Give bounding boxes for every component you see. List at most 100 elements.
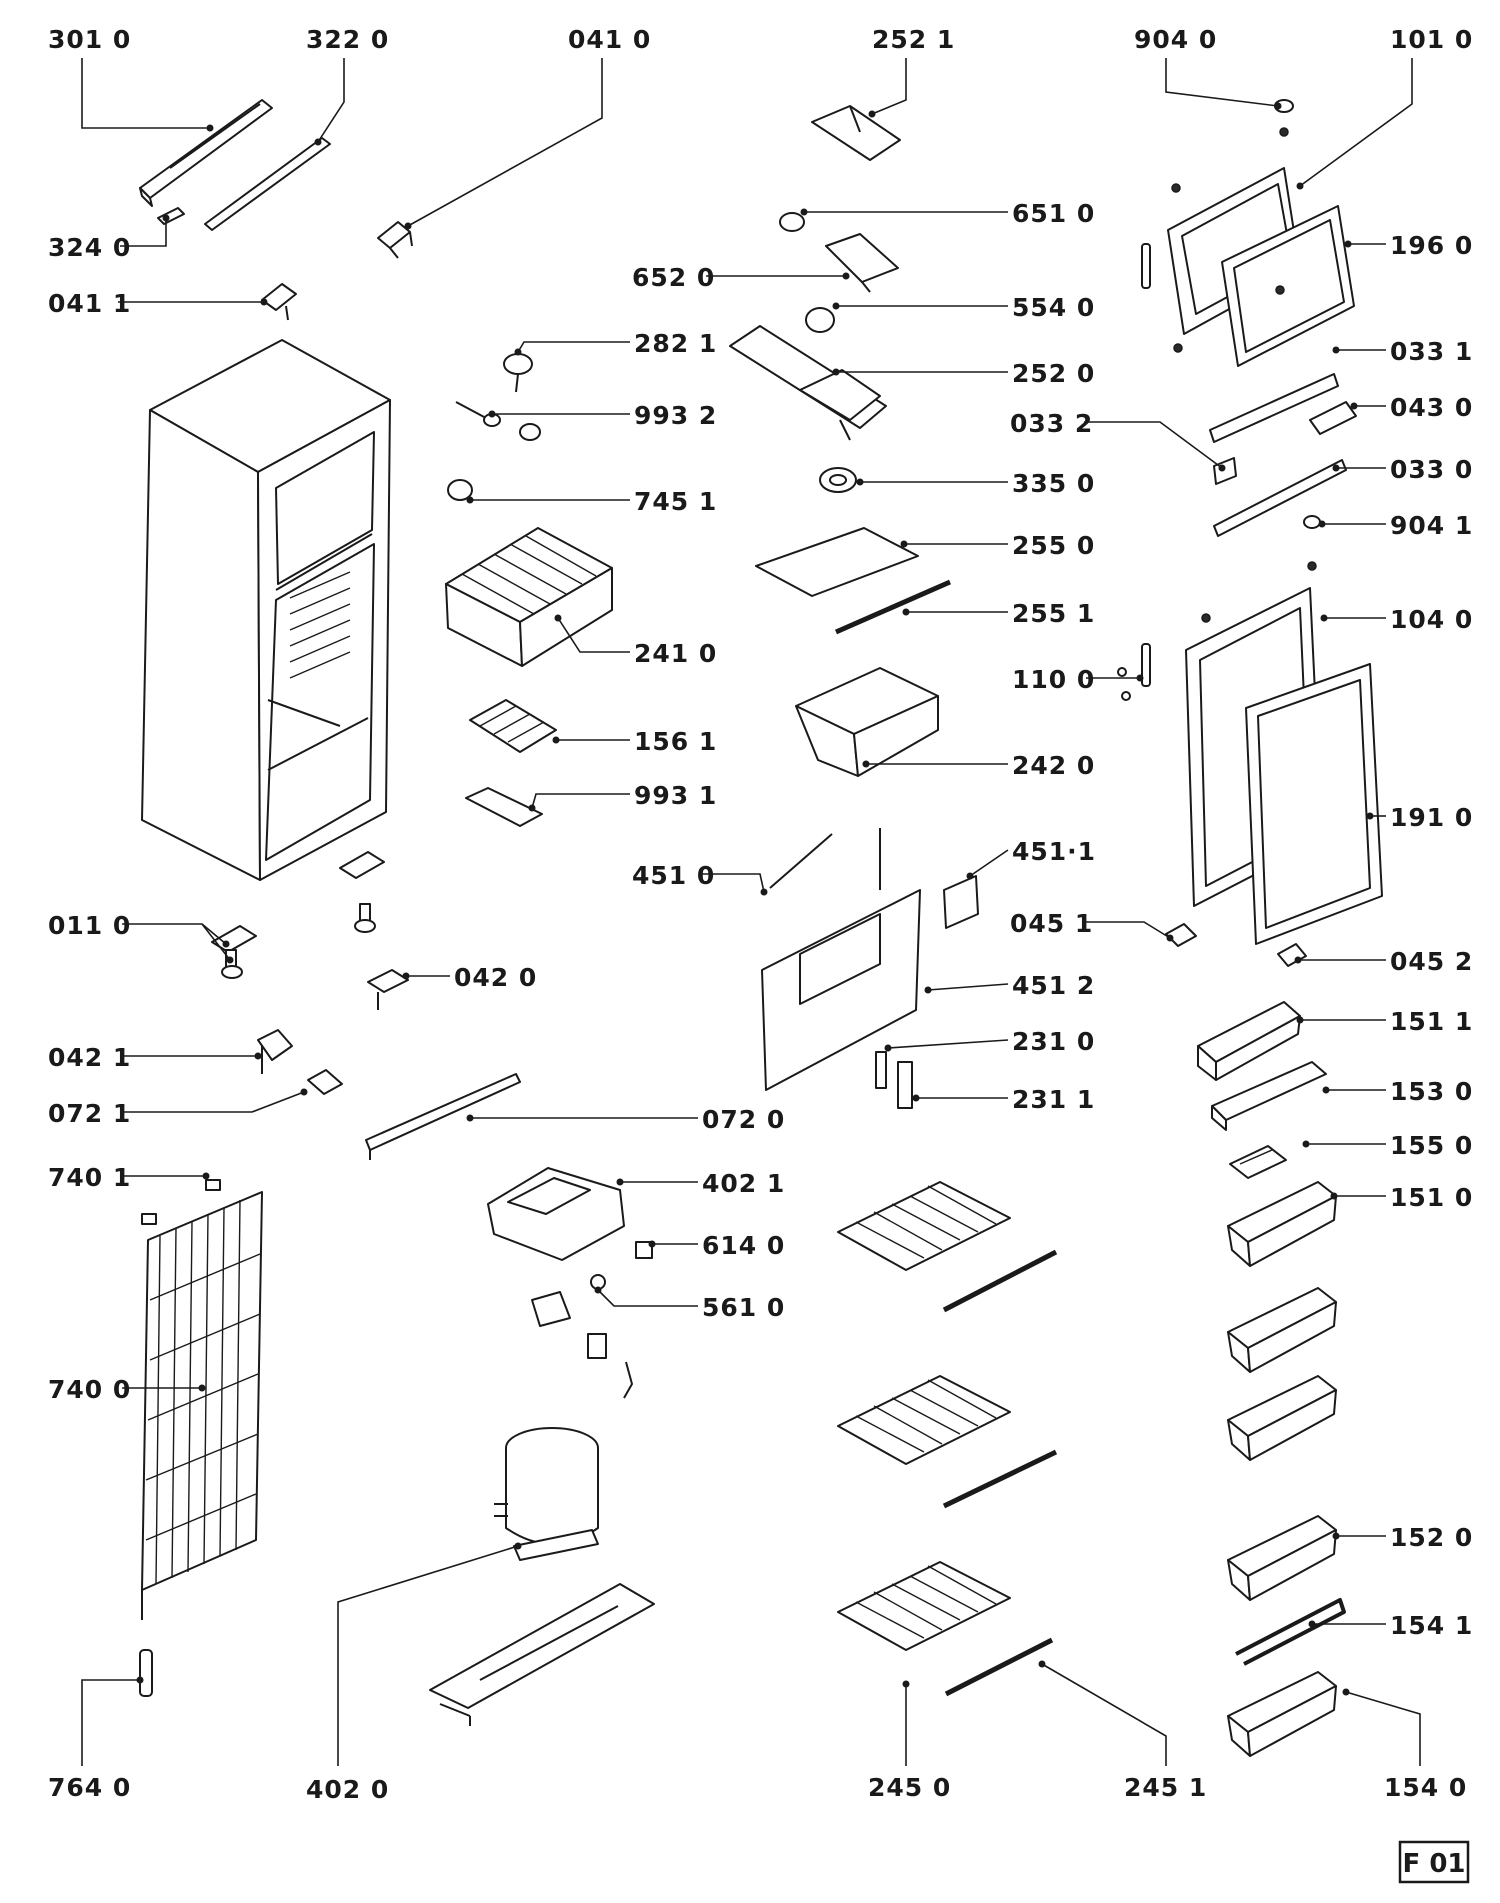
sheet-code-box: F 01 xyxy=(1398,1840,1470,1884)
callout-154-1: 154 1 xyxy=(1390,1611,1473,1640)
callout-011-0: 011 0 xyxy=(48,911,131,940)
leader-301-0 xyxy=(81,58,210,129)
leader-011-0-b xyxy=(201,923,227,945)
callout-993-1: 993 1 xyxy=(634,781,717,810)
part-control-housing xyxy=(729,325,887,441)
part-door-clip xyxy=(1213,457,1237,485)
callout-554-0: 554 0 xyxy=(1012,293,1095,322)
part-drawings xyxy=(139,99,1383,1757)
part-cabinet-foot xyxy=(211,851,385,979)
part-door-strip-lower xyxy=(1213,459,1347,537)
callout-282-1: 282 1 xyxy=(634,329,717,358)
part-condenser xyxy=(141,1179,263,1620)
callout-335-0: 335 0 xyxy=(1012,469,1095,498)
part-door-bin-1 xyxy=(1227,1181,1337,1267)
callout-451-2: 451 2 xyxy=(1012,971,1095,1000)
part-trim-strip xyxy=(204,137,331,231)
part-bottom-rail xyxy=(365,1073,521,1160)
part-thermostat-knob xyxy=(503,353,533,393)
callout-252-1: 252 1 xyxy=(872,25,955,54)
callout-043-0: 043 0 xyxy=(1390,393,1473,422)
callout-153-0: 153 0 xyxy=(1390,1077,1473,1106)
callout-101-0: 101 0 xyxy=(1390,25,1473,54)
callout-045-2: 045 2 xyxy=(1390,947,1473,976)
leader-033-2 xyxy=(1084,421,1223,469)
part-bin-rail xyxy=(1235,1598,1346,1666)
leader-322-0 xyxy=(317,58,345,143)
callout-764-0: 764 0 xyxy=(48,1773,131,1802)
callout-904-0: 904 0 xyxy=(1134,25,1217,54)
callout-993-2: 993 2 xyxy=(634,401,717,430)
part-side-bracket xyxy=(257,1029,293,1074)
part-lower-bracket xyxy=(367,969,409,1010)
callout-451-1: 451·1 xyxy=(1012,837,1096,866)
callout-652-0: 652 0 xyxy=(632,263,715,292)
part-top-hinge xyxy=(377,221,413,259)
part-top-rail xyxy=(139,99,273,207)
leader-402-0 xyxy=(337,1545,519,1766)
leader-451-0 xyxy=(702,873,765,893)
leader-041-0 xyxy=(407,58,603,227)
part-thermostat xyxy=(779,212,899,333)
leader-072-1 xyxy=(122,1091,305,1113)
part-shelf-trim xyxy=(834,579,952,635)
part-door-bin-4 xyxy=(1227,1515,1337,1601)
callout-231-0: 231 0 xyxy=(1012,1027,1095,1056)
callout-191-0: 191 0 xyxy=(1390,803,1473,832)
callout-451-0: 451 0 xyxy=(632,861,715,890)
leader-764-0 xyxy=(81,1679,140,1766)
leader-324-0 xyxy=(120,218,167,247)
part-lamp-wire xyxy=(455,401,541,441)
leader-451-2 xyxy=(927,983,1009,991)
callout-196-0: 196 0 xyxy=(1390,231,1473,260)
leader-101-0 xyxy=(1299,58,1413,187)
part-thermostat-cover xyxy=(811,105,901,161)
leader-993-1 xyxy=(531,793,630,809)
part-ring-seal xyxy=(819,467,857,493)
part-door-bin-2 xyxy=(1227,1287,1337,1373)
part-small-plate xyxy=(943,875,979,929)
part-wire-shelf-middle xyxy=(837,1375,1058,1509)
callout-labels: 301 0 322 0 041 0 252 1 904 0 101 0 324 … xyxy=(48,25,1473,1804)
part-door-shelf-narrow xyxy=(1211,1061,1327,1131)
leader-lines xyxy=(81,58,1421,1766)
callout-324-0: 324 0 xyxy=(48,233,131,262)
leader-904-0 xyxy=(1165,58,1279,107)
part-glass-shelf xyxy=(755,527,919,597)
part-hinge-pin xyxy=(261,283,297,321)
callout-322-0: 322 0 xyxy=(306,25,389,54)
callout-740-0: 740 0 xyxy=(48,1375,131,1404)
callout-154-0: 154 0 xyxy=(1384,1773,1467,1802)
callout-402-1: 402 1 xyxy=(702,1169,785,1198)
callout-561-0: 561 0 xyxy=(702,1293,785,1322)
part-relay-cover xyxy=(487,1167,625,1261)
callout-301-0: 301 0 xyxy=(48,25,131,54)
callout-104-0: 104 0 xyxy=(1390,605,1473,634)
part-lamp-switch xyxy=(875,1051,913,1109)
part-fridge-gasket xyxy=(1245,663,1383,945)
part-door-hinge-lower xyxy=(1165,923,1307,967)
callout-042-0: 042 0 xyxy=(454,963,537,992)
leader-154-0 xyxy=(1345,1691,1421,1766)
callout-255-0: 255 0 xyxy=(1012,531,1095,560)
leader-561-0 xyxy=(597,1289,698,1307)
callout-252-0: 252 0 xyxy=(1012,359,1095,388)
part-door-bin-5 xyxy=(1227,1671,1337,1757)
callout-156-1: 156 1 xyxy=(634,727,717,756)
callout-745-1: 745 1 xyxy=(634,487,717,516)
callout-402-0: 402 0 xyxy=(306,1775,389,1804)
leader-045-1 xyxy=(1084,921,1171,939)
part-small-clip-lower xyxy=(307,1069,343,1095)
part-wire-shelf-lower xyxy=(837,1561,1054,1697)
part-door-shelf-flap xyxy=(1229,1145,1287,1179)
callout-151-0: 151 0 xyxy=(1390,1183,1473,1212)
leader-dots xyxy=(136,102,1374,1696)
part-relay xyxy=(531,1241,653,1399)
callout-033-2: 033 2 xyxy=(1010,409,1093,438)
callout-740-1: 740 1 xyxy=(48,1163,131,1192)
callout-904-1: 904 1 xyxy=(1390,511,1473,540)
callout-155-0: 155 0 xyxy=(1390,1131,1473,1160)
leader-245-1 xyxy=(1041,1663,1167,1766)
leader-451-1 xyxy=(969,849,1009,877)
sheet-code: F 01 xyxy=(1403,1849,1466,1879)
